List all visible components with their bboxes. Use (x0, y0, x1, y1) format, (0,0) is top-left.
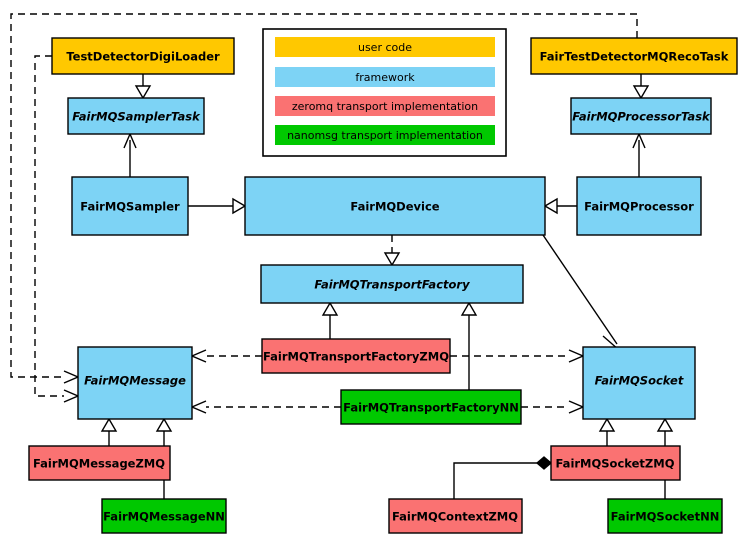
node-box-fairmqtransportfactory[interactable] (260, 264, 524, 304)
node-box-fairmqmessagezmq[interactable] (28, 445, 171, 481)
edge-device-to-socket (542, 234, 618, 345)
edge-recotask-to-message (10, 13, 638, 378)
node-label-fairmqmessage: FairMQMessage (84, 374, 186, 388)
edge-contextzmq-to-socketzmq (453, 462, 537, 499)
node-fairtestdetectormqrecotask[interactable]: FairTestDetectorMQRecoTask (530, 37, 738, 75)
node-fairmqmessage[interactable]: FairMQMessage (77, 346, 193, 420)
node-box-fairmqmessagenn[interactable] (101, 498, 227, 534)
node-label-fairmqtransportfactorynn: FairMQTransportFactoryNN (343, 401, 519, 415)
node-box-fairmqtransportfactoryzmq[interactable] (261, 338, 451, 374)
node-box-fairmqsocketnn[interactable] (607, 498, 723, 534)
arrowhead-device-to-transportfactory (383, 252, 401, 267)
arrowhead-messagezmq-to-message (100, 417, 118, 432)
node-label-fairmqmessagenn: FairMQMessageNN (103, 510, 225, 524)
node-fairmqsocketzmq[interactable]: FairMQSocketZMQ (550, 445, 681, 481)
legend-swatch-framework (275, 67, 495, 87)
node-fairmqsocketnn[interactable]: FairMQSocketNN (607, 498, 723, 534)
legend-label-user-code: user code (358, 41, 412, 54)
node-box-fairmqsocketzmq[interactable] (550, 445, 681, 481)
arrowhead-sampler-to-device (232, 197, 247, 215)
node-box-fairmqdevice[interactable] (244, 176, 546, 236)
node-fairmqmessagezmq[interactable]: FairMQMessageZMQ (28, 445, 171, 481)
node-box-fairmqmessage[interactable] (77, 346, 193, 420)
node-testdetectordigiloader[interactable]: TestDetectorDigiLoader (51, 37, 235, 75)
arrowhead-socketzmq-to-socket (598, 417, 616, 432)
legend-item-framework: framework (275, 67, 495, 87)
legend-label-nanomsg: nanomsg transport implementation (287, 129, 483, 142)
node-fairmqsocket[interactable]: FairMQSocket (582, 346, 696, 420)
node-fairmqsamplertask[interactable]: FairMQSamplerTask (67, 97, 205, 135)
legend-panel: user code framework zeromq transport imp… (262, 28, 507, 157)
legend-swatch-zeromq (275, 96, 495, 116)
node-label-fairmqmessagezmq: FairMQMessageZMQ (33, 457, 165, 471)
node-label-fairmqprocessor: FairMQProcessor (584, 200, 694, 214)
arrowhead-messagenn-to-message (155, 417, 173, 432)
legend-swatch-nanomsg (275, 125, 495, 145)
arrowhead-recotask-to-processortask (632, 85, 650, 100)
node-box-fairmqtransportfactorynn[interactable] (340, 389, 522, 425)
edge-digiloader-to-message (34, 55, 64, 397)
node-box-fairmqsampler[interactable] (71, 176, 189, 236)
legend-label-zeromq: zeromq transport implementation (292, 100, 478, 113)
node-label-fairmqdevice: FairMQDevice (350, 200, 439, 214)
arrowhead-factoryzmq-to-factory (321, 301, 339, 316)
legend-label-framework: framework (355, 71, 415, 84)
node-label-fairmqtransportfactory: FairMQTransportFactory (314, 278, 470, 292)
node-fairmqcontextzmq[interactable]: FairMQContextZMQ (388, 498, 523, 534)
arrowhead-factorynn-to-factory (460, 301, 478, 316)
node-box-fairmqcontextzmq[interactable] (388, 498, 523, 534)
node-fairmqtransportfactoryzmq[interactable]: FairMQTransportFactoryZMQ (261, 338, 451, 374)
node-fairmqdevice[interactable]: FairMQDevice (244, 176, 546, 236)
legend-item-nanomsg: nanomsg transport implementation (275, 125, 495, 145)
arrowhead-socketnn-to-socket (656, 417, 674, 432)
node-label-testdetectordigiloader: TestDetectorDigiLoader (66, 50, 220, 64)
node-fairmqmessagenn[interactable]: FairMQMessageNN (101, 498, 227, 534)
node-fairmqprocessortask[interactable]: FairMQProcessorTask (570, 97, 712, 135)
legend-item-user-code: user code (275, 37, 495, 57)
node-fairmqtransportfactorynn[interactable]: FairMQTransportFactoryNN (340, 389, 522, 425)
node-layer: TestDetectorDigiLoader FairTestDetectorM… (28, 37, 738, 534)
node-box-fairmqprocessortask[interactable] (570, 97, 712, 135)
node-label-fairmqprocessortask: FairMQProcessorTask (572, 110, 711, 124)
node-box-fairmqsocket[interactable] (582, 346, 696, 420)
node-label-fairmqcontextzmq: FairMQContextZMQ (392, 510, 518, 524)
node-fairmqsampler[interactable]: FairMQSampler (71, 176, 189, 236)
node-label-fairmqtransportfactoryzmq: FairMQTransportFactoryZMQ (263, 350, 449, 364)
node-fairmqtransportfactory[interactable]: FairMQTransportFactory (260, 264, 524, 304)
arrowhead-digiloader-to-samplertask (134, 85, 152, 100)
node-box-testdetectordigiloader[interactable] (51, 37, 235, 75)
node-fairmqprocessor[interactable]: FairMQProcessor (576, 176, 702, 236)
legend-item-zeromq: zeromq transport implementation (275, 96, 495, 116)
node-label-fairmqsampler: FairMQSampler (80, 200, 180, 214)
node-label-fairmqsocket: FairMQSocket (595, 374, 684, 388)
node-box-fairmqprocessor[interactable] (576, 176, 702, 236)
node-label-fairmqsocketnn: FairMQSocketNN (611, 510, 720, 524)
node-box-fairtestdetectormqrecotask[interactable] (530, 37, 738, 75)
node-label-fairmqsocketzmq: FairMQSocketZMQ (556, 457, 675, 471)
node-box-fairmqsamplertask[interactable] (67, 97, 205, 135)
node-label-fairmqsamplertask: FairMQSamplerTask (72, 110, 201, 124)
node-label-fairtestdetectormqrecotask: FairTestDetectorMQRecoTask (540, 50, 729, 64)
arrowhead-processor-to-device (543, 197, 558, 215)
legend-swatch-user-code (275, 37, 495, 57)
